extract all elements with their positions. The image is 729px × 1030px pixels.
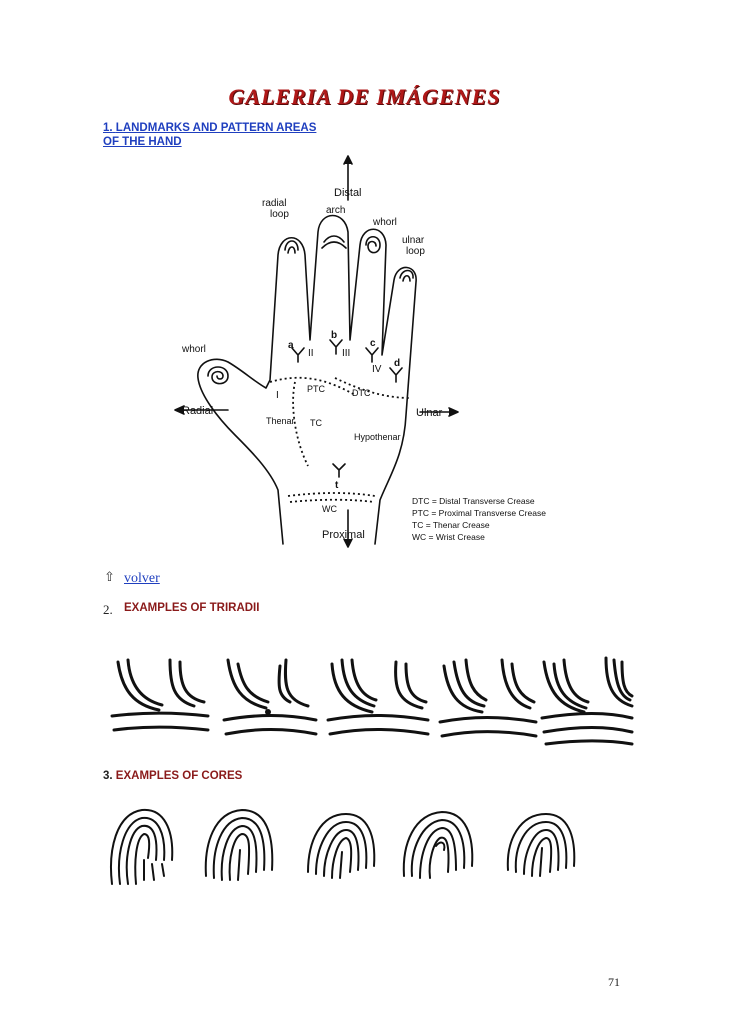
svg-text:ulnar: ulnar <box>402 235 425 246</box>
svg-text:b: b <box>331 330 337 341</box>
triradius-example-3 <box>326 658 430 736</box>
cores-examples-figure <box>110 808 576 885</box>
triradius-example-1 <box>110 658 210 732</box>
page-title: GALERIA DE IMÁGENES <box>228 84 501 109</box>
core-example-5 <box>506 812 576 877</box>
core-example-2 <box>204 808 274 881</box>
svg-text:loop: loop <box>406 246 425 257</box>
up-arrow-icon[interactable]: ⇧ <box>104 570 115 585</box>
svg-text:Proximal: Proximal <box>322 529 365 541</box>
ulnar-loop-pattern <box>399 269 414 279</box>
svg-text:III: III <box>342 348 350 359</box>
legend-line-2: PTC = Proximal Transverse Crease <box>412 508 546 518</box>
svg-text:WC: WC <box>322 504 337 514</box>
volver-link[interactable]: volver <box>124 571 160 586</box>
triradius-example-4 <box>438 658 538 738</box>
svg-text:II: II <box>308 348 314 359</box>
section-1-heading[interactable]: 1. LANDMARKS AND PATTERN AREAS OF THE HA… <box>103 121 316 149</box>
hand-landmarks-figure: Distal Proximal Radial Ulnar radial loop… <box>174 155 546 548</box>
svg-text:loop: loop <box>270 209 289 220</box>
svg-text:Radial: Radial <box>182 405 213 417</box>
legend-line-3: TC = Thenar Crease <box>412 520 490 530</box>
svg-text:whorl: whorl <box>181 344 206 355</box>
svg-text:arch: arch <box>326 205 345 216</box>
core-example-4 <box>402 810 474 879</box>
svg-text:Distal: Distal <box>334 187 362 199</box>
section-1-title-line2: OF THE HAND <box>103 136 182 148</box>
whorl-thumb-pattern <box>207 366 229 385</box>
whorl-finger-pattern <box>365 235 381 254</box>
svg-text:a: a <box>288 340 294 351</box>
svg-text:Thenar: Thenar <box>266 416 295 426</box>
core-example-1 <box>110 808 174 885</box>
svg-text:Ulnar: Ulnar <box>416 407 443 419</box>
wrist-crease <box>287 492 376 497</box>
svg-text:c: c <box>370 338 376 349</box>
svg-text:I: I <box>276 390 279 401</box>
svg-text:t: t <box>335 480 339 491</box>
radial-loop-pattern <box>284 240 299 251</box>
page-number: 71 <box>608 975 620 989</box>
triradii-examples-figure <box>110 656 634 746</box>
triradius-example-5 <box>540 656 634 746</box>
legend-line-1: DTC = Distal Transverse Crease <box>412 496 535 506</box>
section-1-number: 1. <box>103 122 113 134</box>
triradius-example-2 <box>222 658 318 736</box>
arch-pattern <box>323 235 345 243</box>
section-2-heading: EXAMPLES OF TRIRADII <box>124 602 260 614</box>
section-3-heading: 3. EXAMPLES OF CORES <box>103 770 242 782</box>
svg-text:Hypothenar: Hypothenar <box>354 432 401 442</box>
distal-transverse-crease <box>334 377 411 399</box>
svg-text:TC: TC <box>310 418 322 428</box>
svg-text:radial: radial <box>262 198 286 209</box>
thenar-crease <box>292 381 309 467</box>
core-example-3 <box>307 812 376 879</box>
svg-text:PTC: PTC <box>307 384 326 394</box>
section-3-title: EXAMPLES OF CORES <box>115 770 243 782</box>
section-2-number: 2. <box>103 602 113 617</box>
section-3-number: 3. <box>103 770 113 782</box>
hand-outline <box>197 214 417 545</box>
legend-line-4: WC = Wrist Crease <box>412 532 485 542</box>
svg-text:d: d <box>394 358 400 369</box>
svg-text:IV: IV <box>372 364 382 375</box>
section-1-title-line1: LANDMARKS AND PATTERN AREAS <box>115 122 317 134</box>
svg-text:DTC: DTC <box>352 388 371 398</box>
svg-text:whorl: whorl <box>372 217 397 228</box>
